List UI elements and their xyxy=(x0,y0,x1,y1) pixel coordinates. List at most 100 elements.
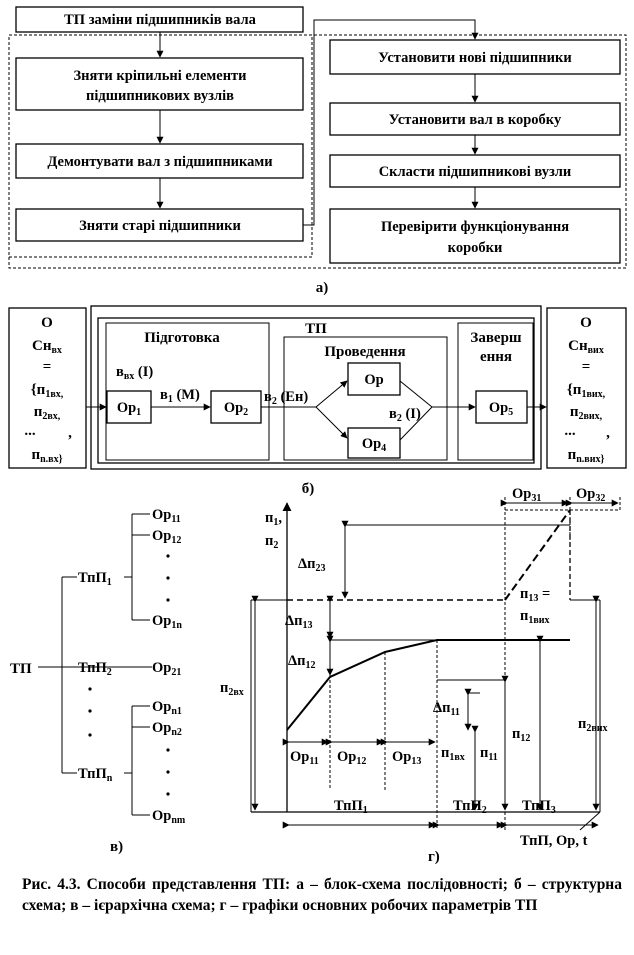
panel-v-op-1n: Ор1n xyxy=(152,613,182,631)
panel-v-op-11: Ор11 xyxy=(152,507,181,525)
panel-b-right-state-p2: п2вих, xyxy=(570,404,603,422)
panel-g-op-13: Ор13 xyxy=(392,749,421,767)
panel-v-hierarchy xyxy=(38,513,152,816)
panel-g-curve-dashed-rise xyxy=(504,509,571,601)
panel-a-step-3-text: Зняти старі підшипники xyxy=(79,218,241,234)
panel-g-delta-11: Δп11 xyxy=(433,700,460,718)
panel-b-tp-outer-box xyxy=(90,305,542,470)
panel-v-op-nm: Орnm xyxy=(152,808,186,826)
panel-v-dot xyxy=(88,709,92,713)
panel-b-right-state-dots: ... xyxy=(564,423,576,439)
panel-b-right-state-eq: = xyxy=(582,359,591,375)
panel-a-step-7-line-2: коробки xyxy=(448,240,503,256)
panel-b-flow-up-join xyxy=(399,380,433,408)
panel-b-right-state-p1: {п1вих, xyxy=(567,382,606,400)
panel-b-op-5-box xyxy=(475,390,528,424)
panel-b-right-state-sn: Снвих xyxy=(568,338,604,356)
panel-b-op-3-box xyxy=(347,362,401,396)
panel-b-tp-inner-box xyxy=(97,317,535,464)
panel-b-left-state-sn: Снвх xyxy=(32,338,62,356)
panel-v-dot xyxy=(88,687,92,691)
panel-g-delta-13: Δп13 xyxy=(285,613,312,631)
panel-v-op-21: Ор21 xyxy=(152,660,181,678)
panel-v-dot xyxy=(166,576,170,580)
panel-g-op-12: Ор12 xyxy=(337,749,366,767)
panel-g-label-1vh: п1вх xyxy=(441,745,465,763)
panel-a-step-3 xyxy=(15,208,304,242)
panel-b-group-finish xyxy=(457,322,534,461)
panel-a-step-1-line-2: підшипникових вузлів xyxy=(86,88,234,104)
panel-b-op-3: Ор xyxy=(364,372,383,388)
panel-g-label-11: п11 xyxy=(480,745,498,763)
panel-b-op-2-box xyxy=(210,390,262,424)
panel-a-step-6 xyxy=(329,154,621,188)
panel-g-op-31: Ор31 xyxy=(512,486,541,504)
panel-b-flow-down-join xyxy=(399,406,433,441)
panel-v-op-12: Ор12 xyxy=(152,528,181,546)
panel-b-group-finish-label-1: Заверш xyxy=(470,330,522,346)
panel-g-eq-top: п13 = xyxy=(520,586,550,604)
panel-a-header-text: ТП заміни підшипників вала xyxy=(64,12,256,28)
panel-a-step-7 xyxy=(329,208,621,264)
panel-b-left-state-o: О xyxy=(41,315,53,331)
panel-v-label: в) xyxy=(110,839,123,855)
panel-v-stage-2: ТпП2 xyxy=(78,660,112,678)
panel-v-labels: ТП ТпП1 ТпП2 ТпПn Ор11 Ор12 Ор1n Ор21 Ор… xyxy=(10,507,186,855)
panel-v-op-n2: Орn2 xyxy=(152,720,182,738)
panel-g-x-label: ТпП, Ор, t xyxy=(520,833,588,849)
panel-b-arrow-label-3: в2 (І) xyxy=(389,406,421,424)
panel-g-op-32: Ор32 xyxy=(576,486,605,504)
panel-g-right-level: п2вих xyxy=(578,716,608,734)
panel-b-structural-scheme: ТП Підготовка Проведення Заверш ення О С… xyxy=(8,305,627,497)
panel-g-left-level: п2вх xyxy=(220,680,244,698)
panel-g-stage-1: ТпП1 xyxy=(334,798,368,816)
panel-b-group-prep xyxy=(105,322,270,461)
panel-b-left-state-eq: = xyxy=(43,359,52,375)
panel-g-stage-3: ТпП3 xyxy=(522,798,556,816)
panel-b-arrow-label-in: ввх (І) xyxy=(116,364,153,382)
panel-v-dot xyxy=(166,598,170,602)
panel-b-tp-label: ТП xyxy=(305,321,327,337)
panel-g-delta-12: Δп12 xyxy=(288,653,315,671)
panel-v-stage-1: ТпП1 xyxy=(78,570,112,588)
panel-g-x-axis-arrow xyxy=(579,811,601,831)
panel-b-right-state-o: О xyxy=(580,315,592,331)
panel-b-left-state-dots: ... xyxy=(24,423,36,439)
panel-a-label: а) xyxy=(316,280,329,296)
panel-v-dot xyxy=(166,554,170,558)
panel-b-right-state-pn: пn.вих} xyxy=(568,447,605,465)
panel-b-left-state-box xyxy=(8,307,87,469)
panel-v-dot xyxy=(166,792,170,796)
panel-g-label: г) xyxy=(428,849,440,865)
panel-g-label-12: п12 xyxy=(512,726,530,744)
panel-v-root: ТП xyxy=(10,661,32,677)
panel-b-left-state-pn: пn.вх} xyxy=(31,447,62,465)
panel-b-left-state-p1: {п1вх, xyxy=(31,382,64,400)
panel-a-block-diagram: ТП заміни підшипників вала Зняти кріпиль… xyxy=(8,6,627,296)
panel-b-right-state-comma: , xyxy=(606,425,610,441)
panel-b-arrow-label-1: в1 (М) xyxy=(160,387,200,405)
panel-v-ellipsis-marks xyxy=(88,554,170,796)
panel-a-step-6-text: Скласти підшипникові вузли xyxy=(379,164,572,180)
panel-b-op-5: Ор5 xyxy=(489,400,513,418)
panel-b-op-4-box xyxy=(347,427,401,459)
panel-b-group-exec-label: Проведення xyxy=(324,344,405,360)
panel-v-op-n1: Орn1 xyxy=(152,699,182,717)
panel-a-arrow-4 xyxy=(303,19,479,226)
panel-g-op-11: Ор11 xyxy=(290,749,319,767)
panel-g-parameter-graphs: Ор31 Ор32 п1, п2 Δп23 Δп13 Δп12 Δп11 п13… xyxy=(220,486,621,865)
panel-b-left-state-comma: , xyxy=(68,425,72,441)
panel-a-step-1-line-1: Зняти кріпильні елементи xyxy=(73,68,246,84)
panel-b-flow-split-down xyxy=(315,406,348,439)
panel-b-label: б) xyxy=(302,481,315,497)
panel-b-op-1: Ор1 xyxy=(117,400,141,418)
panel-v-stage-n: ТпПn xyxy=(78,766,113,784)
panel-g-curve-main xyxy=(286,639,570,731)
panel-b-op-1-box xyxy=(106,390,152,424)
panel-b-op-4: Ор4 xyxy=(362,436,386,454)
panel-g-delta-23: Δп23 xyxy=(298,556,325,574)
figure-caption: Рис. 4.3. Способи представлення ТП: а – … xyxy=(22,876,622,914)
panel-b-right-state-box xyxy=(546,307,627,469)
panel-b-op-2: Ор2 xyxy=(224,400,248,418)
